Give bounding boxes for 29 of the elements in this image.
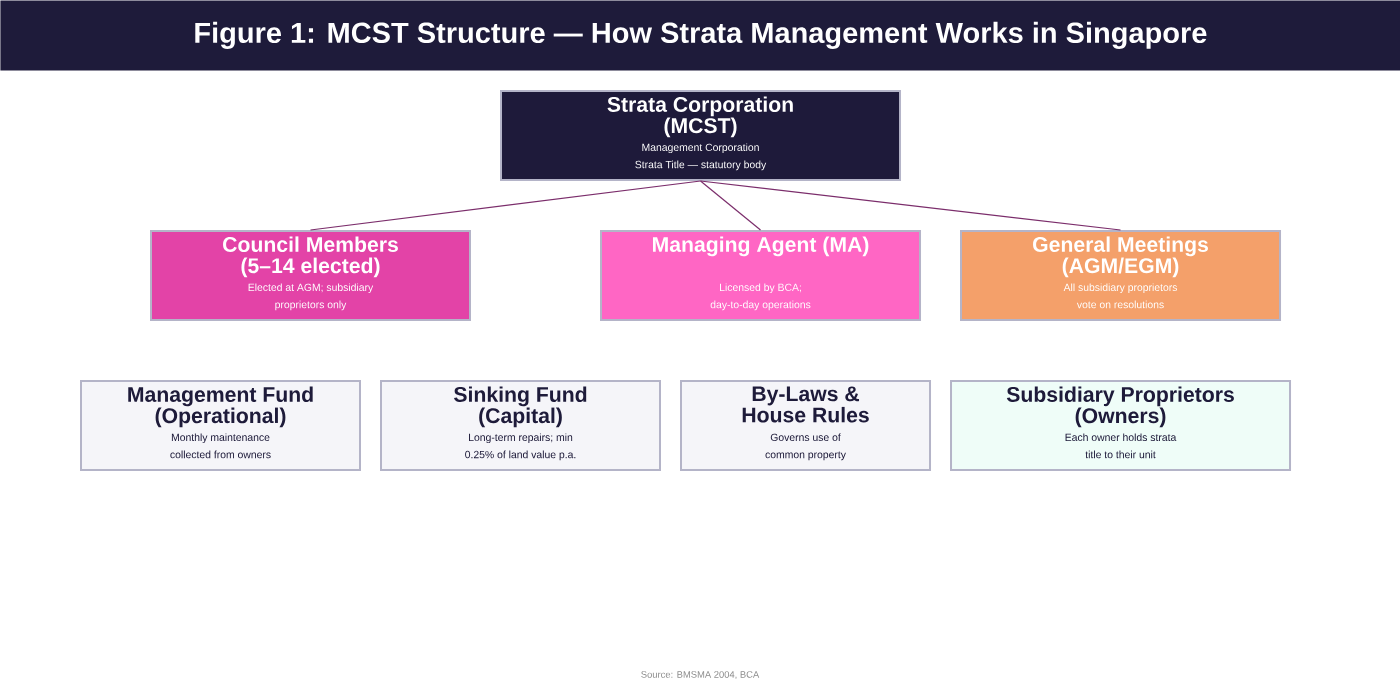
source-note: Source: BMSMA 2004, BCA — [641, 671, 760, 679]
node-description: All subsidiary proprietors vote on resolutions — [1063, 283, 1178, 309]
title-banner: Figure 1: MCST Structure — How Strata Management Works in Singapore — [0, 0, 1400, 71]
org-box — [380, 380, 661, 471]
node-description: Elected at AGM; subsidiary proprietors only — [248, 283, 374, 311]
node-title: Managing Agent (MA) — [653, 236, 869, 257]
node-description: Each owner holds strata title to their unit — [1065, 433, 1177, 459]
node-description: Monthly maintenance collected from owners — [170, 433, 271, 459]
node-title: General Meetings (AGM/EGM) — [1033, 236, 1208, 278]
org-box — [500, 90, 901, 181]
node-description: Licensed by BCA; day-to-day operations — [710, 283, 811, 311]
node-title: Subsidiary Proprietors (Owners) — [1006, 386, 1234, 428]
org-box — [950, 380, 1291, 471]
node-description: Long-term repairs; min 0.25% of land value p.a. — [465, 433, 576, 461]
connector-line — [699, 180, 1122, 231]
org-box — [150, 230, 471, 321]
org-box — [80, 380, 361, 471]
node-title: Management Fund (Operational) — [128, 386, 313, 428]
node-title: Sinking Fund (Capital) — [454, 386, 587, 428]
org-box — [680, 380, 931, 471]
node-title: Strata Corporation (MCST) — [607, 96, 793, 138]
org-box — [600, 230, 921, 321]
node-description: Management Corporation Strata Title — statutory body — [635, 143, 767, 171]
node-title: By-Laws & House Rules — [742, 386, 869, 423]
connector-line — [309, 180, 702, 231]
node-description: Governs use of common property — [765, 433, 846, 461]
connector-line — [699, 180, 762, 231]
node-title: Council Members (5–14 elected) — [223, 236, 398, 278]
org-box — [960, 230, 1282, 321]
